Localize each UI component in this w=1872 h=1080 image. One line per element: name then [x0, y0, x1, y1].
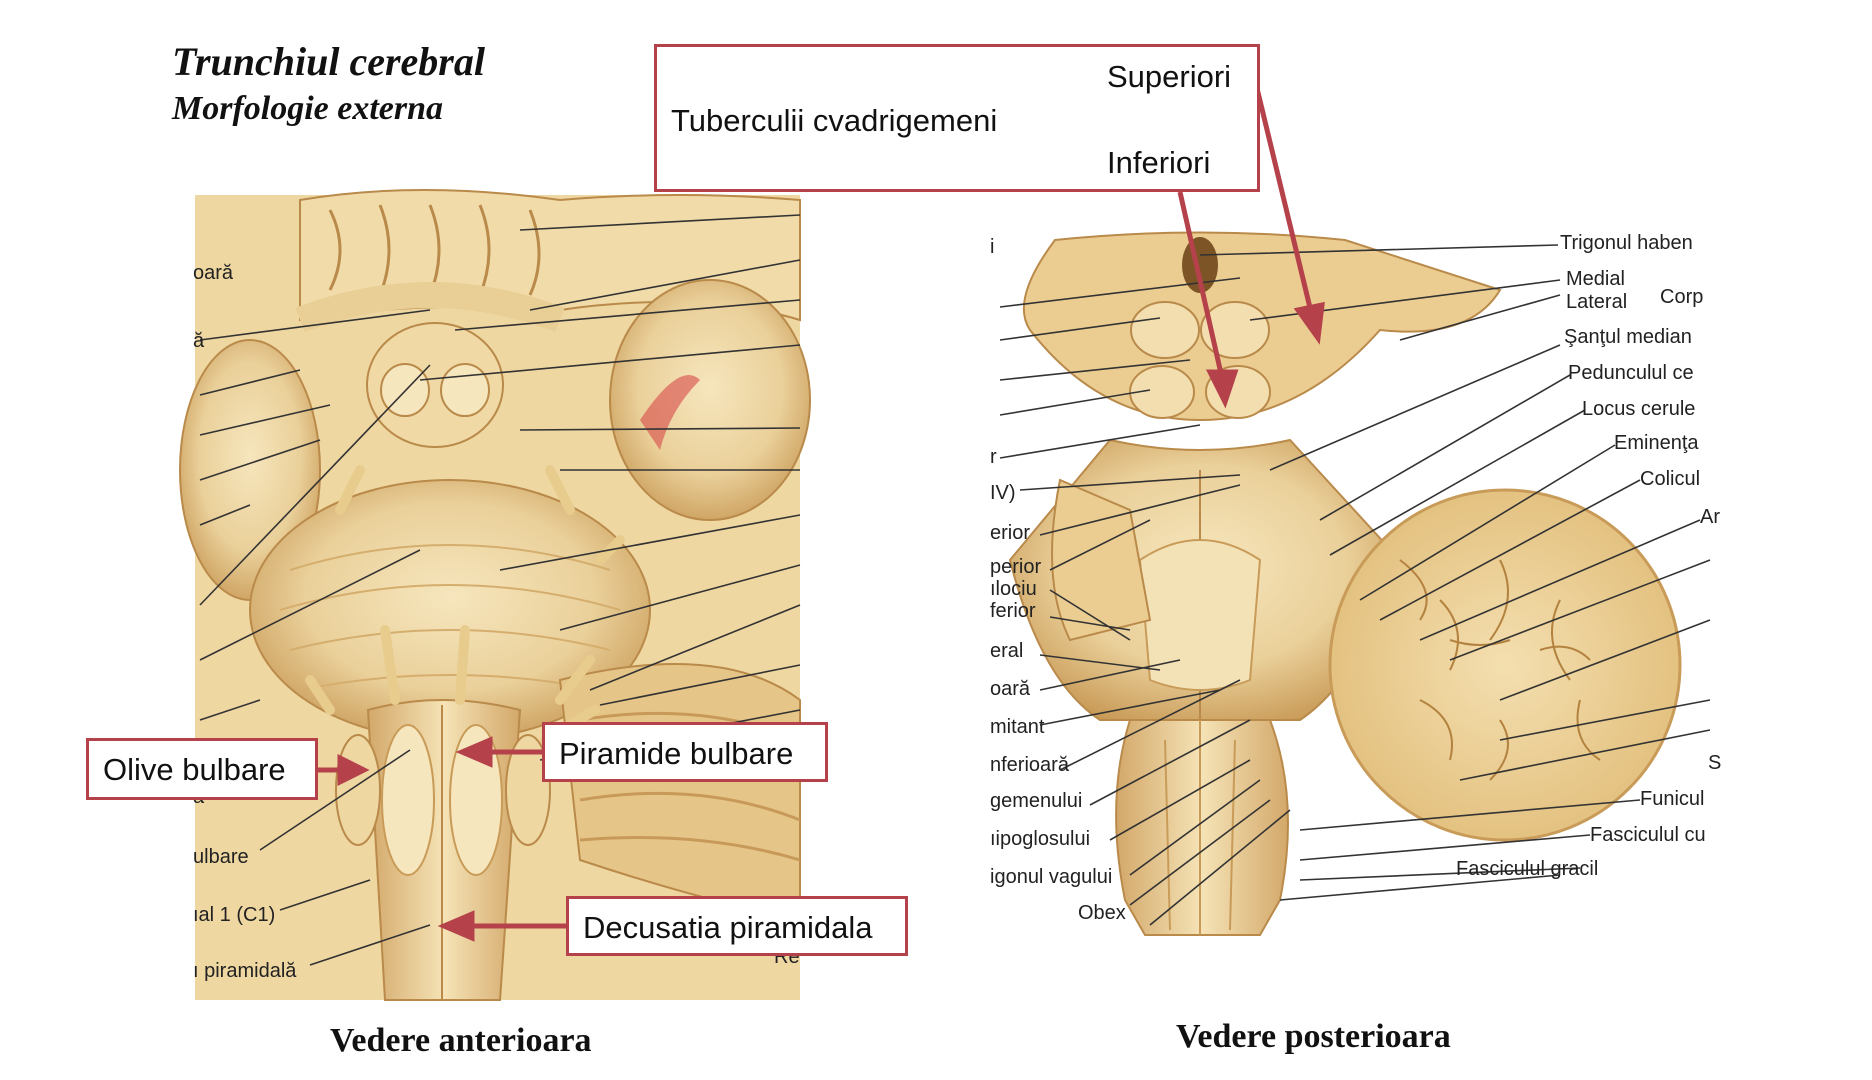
posterior-label: Locus cerule [1582, 398, 1696, 420]
posterior-label: erior [990, 522, 1031, 544]
callout-tuberculi-inferiori: Inferiori [1107, 145, 1211, 180]
callout-piramide-bulbare: Piramide bulbare [542, 722, 828, 782]
caption-posterior-view: Vedere posterioara [1176, 1018, 1451, 1055]
posterior-label: S [1708, 752, 1722, 774]
posterior-label: Ar [1700, 506, 1720, 528]
posterior-label: Medial [1566, 268, 1625, 290]
posterior-label: Colicul [1640, 468, 1701, 490]
callout-tuberculi-superiori: Superiori [1107, 59, 1232, 94]
posterior-label: igonul vagului [990, 866, 1113, 888]
posterior-label: Fasciculul cu [1590, 824, 1706, 846]
posterior-label: Obex [1078, 902, 1126, 924]
page-subtitle: Morfologie externa [172, 90, 444, 127]
posterior-label: Şanţul median [1564, 326, 1692, 348]
posterior-label: Fasciculul gracil [1456, 858, 1599, 880]
anterior-label: ă [193, 330, 205, 352]
posterior-label: oară [990, 678, 1031, 700]
page-title: Trunchiul cerebral [172, 39, 485, 84]
posterior-label: mitant [990, 716, 1045, 738]
posterior-label: ıipoglosului [990, 828, 1091, 850]
posterior-label: eral [990, 640, 1024, 662]
anterior-label: ulbare [193, 846, 249, 868]
posterior-label: perior [990, 556, 1042, 578]
posterior-label: Eminenţa [1614, 432, 1699, 454]
caption-anterior-view: Vedere anterioara [330, 1022, 592, 1059]
posterior-label: ferior [990, 600, 1036, 622]
posterior-label: ılociu [990, 578, 1037, 600]
posterior-label: IV) [990, 482, 1016, 504]
callout-piramide-label: Piramide bulbare [559, 736, 794, 771]
posterior-label: Lateral [1566, 291, 1628, 313]
anterior-label: ı piramidală [193, 960, 297, 982]
callout-tuberculi-main: Tuberculii cvadrigemeni [671, 103, 998, 138]
callout-decusatia-label: Decusatia piramidala [583, 910, 873, 945]
callout-olive-bulbare: Olive bulbare [86, 738, 318, 800]
posterior-label: Funicul [1640, 788, 1705, 810]
callout-olive-label: Olive bulbare [103, 752, 286, 787]
posterior-label: Trigonul haben [1560, 232, 1693, 254]
callout-decusatia-piramidala: Decusatia piramidala [566, 896, 908, 956]
anterior-view-illustration [179, 189, 811, 1001]
posterior-label: i [990, 236, 995, 258]
posterior-label: nferioară [990, 754, 1069, 776]
callout-tuberculi-cvadrigemeni: Tuberculii cvadrigemeni Superiori Inferi… [654, 44, 1260, 192]
posterior-view-illustration [999, 231, 1711, 936]
posterior-label: gemenului [990, 790, 1083, 812]
posterior-label: r [990, 446, 997, 468]
posterior-label: Pedunculul ce [1568, 362, 1694, 384]
anterior-label: oară [193, 262, 234, 284]
anterior-label: ıal 1 (C1) [193, 904, 276, 926]
callout-arrows [318, 79, 1325, 942]
posterior-label: Corp [1660, 286, 1704, 308]
